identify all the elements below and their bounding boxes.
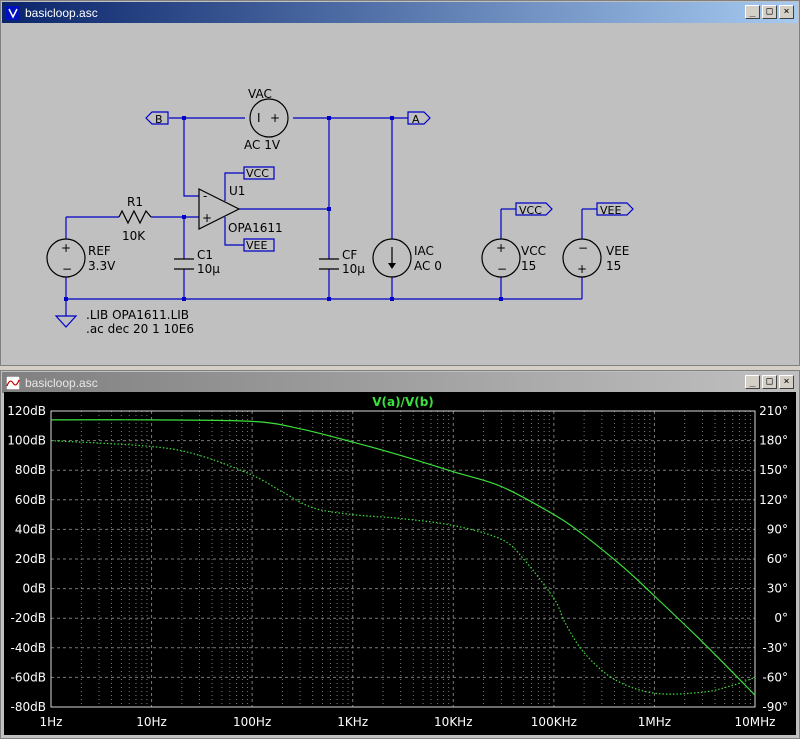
vee-voltage-source-symbol[interactable]: − +	[562, 238, 602, 278]
svg-text:VEE: VEE	[600, 204, 621, 217]
iac-current-source-symbol[interactable]	[372, 238, 412, 278]
plot-close-button[interactable]: ×	[779, 375, 794, 389]
svg-text:−: −	[578, 241, 588, 255]
r1-name-label: R1	[127, 195, 143, 209]
svg-text:−: −	[497, 262, 507, 276]
waveform-app-icon	[6, 375, 20, 390]
svg-text:+: +	[577, 262, 587, 276]
net-label-a[interactable]: A	[407, 111, 431, 126]
svg-text:A: A	[412, 113, 420, 126]
svg-text:+: +	[61, 241, 71, 255]
opamp-symbol[interactable]: - +	[198, 188, 241, 230]
c1-name-label: C1	[197, 248, 213, 262]
iac-name-label: IAC	[414, 244, 434, 258]
plot-window-title: basicloop.asc	[25, 375, 98, 390]
plot-minimize-button[interactable]: _	[745, 375, 760, 389]
vcc-name-label: VCC	[521, 244, 546, 258]
vac-value-label: AC 1V	[244, 138, 281, 152]
c1-value-label: 10µ	[197, 262, 220, 276]
vee-value-label: 15	[606, 259, 621, 273]
vcc-flag[interactable]: VCC	[515, 202, 553, 217]
vac-source-symbol[interactable]: I +	[249, 98, 289, 138]
plot-titlebar[interactable]: basicloop.asc _ □ ×	[2, 372, 798, 393]
vac-plus-label: +	[270, 111, 280, 125]
r1-value-label: 10K	[122, 229, 146, 243]
iac-value-label: AC 0	[414, 259, 442, 273]
minimize-button[interactable]: _	[745, 5, 760, 19]
net-label-b[interactable]: B	[145, 111, 169, 126]
svg-text:+: +	[496, 241, 506, 255]
cf-capacitor-symbol[interactable]	[319, 258, 339, 270]
ref-voltage-source-symbol[interactable]: + −	[46, 238, 86, 278]
schematic-window: basicloop.asc _ □ ×	[0, 0, 800, 366]
ref-name-label: REF	[88, 244, 111, 258]
maximize-button[interactable]: □	[762, 5, 777, 19]
cf-value-label: 10µ	[342, 262, 365, 276]
r1-resistor-symbol[interactable]	[118, 209, 152, 225]
vee-flag[interactable]: VEE	[596, 202, 634, 217]
svg-text:-: -	[203, 189, 207, 203]
ref-value-label: 3.3V	[88, 259, 116, 273]
c1-capacitor-symbol[interactable]	[174, 258, 194, 270]
vac-name-label: VAC	[248, 87, 272, 101]
u1-vcc-flag[interactable]: VCC	[243, 166, 275, 180]
vcc-value-label: 15	[521, 259, 536, 273]
svg-text:−: −	[62, 262, 72, 276]
schematic-canvas[interactable]: I + VAC AC 1V B A - + U1 OPA1611	[7, 25, 793, 361]
u1-model-label: OPA1611	[228, 221, 283, 235]
schematic-app-icon	[6, 5, 20, 20]
svg-text:VCC: VCC	[519, 204, 542, 217]
plot-window: basicloop.asc _ □ ×	[0, 370, 800, 739]
plot-maximize-button[interactable]: □	[762, 375, 777, 389]
schematic-titlebar[interactable]: basicloop.asc _ □ ×	[2, 2, 798, 23]
vac-minus-label: I	[257, 111, 261, 125]
u1-vee-flag[interactable]: VEE	[243, 238, 275, 252]
schematic-window-title: basicloop.asc	[25, 5, 98, 20]
wires	[54, 117, 597, 328]
junction-dots	[64, 116, 503, 301]
vee-name-label: VEE	[606, 244, 629, 258]
svg-text:+: +	[202, 211, 212, 225]
vcc-voltage-source-symbol[interactable]: + −	[481, 238, 521, 278]
svg-text:B: B	[155, 113, 163, 126]
u1-name-label: U1	[229, 184, 245, 198]
spice-directive-ac[interactable]: .ac dec 20 1 10E6	[86, 322, 194, 336]
schematic-drawing: I + VAC AC 1V B A - + U1 OPA1611	[46, 87, 634, 336]
close-button[interactable]: ×	[779, 5, 794, 19]
spice-directive-lib[interactable]: .LIB OPA1611.LIB	[86, 308, 189, 322]
svg-text:VEE: VEE	[246, 239, 267, 252]
svg-text:VCC: VCC	[246, 167, 269, 180]
cf-name-label: CF	[342, 248, 357, 262]
